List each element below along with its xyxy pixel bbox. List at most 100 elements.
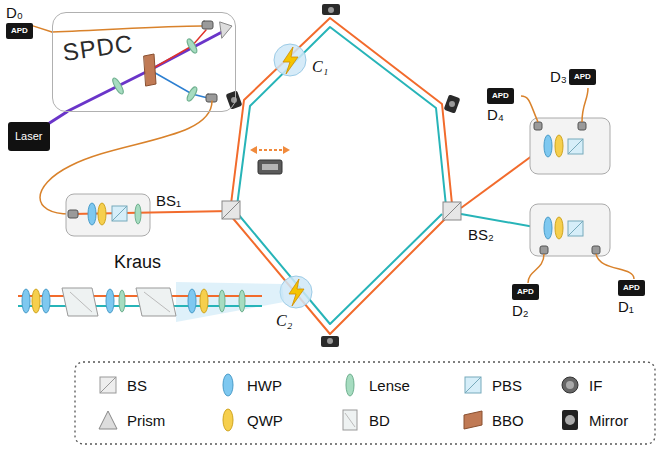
beam-path — [231, 18, 452, 204]
kraus-inset — [22, 289, 30, 313]
kraus-inset — [239, 290, 245, 312]
legend-symbol — [460, 407, 486, 433]
legend-entry: BD — [337, 407, 390, 433]
detector: D₃APD — [550, 68, 596, 85]
legend-symbol — [100, 377, 116, 393]
delay-stage — [250, 146, 290, 174]
input-module — [135, 204, 141, 224]
component-label: C₂ — [274, 312, 294, 330]
kraus-inset — [32, 289, 40, 313]
detector-tag: APD — [512, 284, 539, 300]
kraus-inset — [219, 290, 225, 312]
beam-splitter — [222, 201, 461, 220]
detector-tag: APD — [569, 69, 596, 85]
legend-symbol — [557, 407, 583, 433]
spdc-optics — [111, 77, 125, 96]
component-label: BS₂ — [466, 226, 496, 243]
fiber — [528, 254, 544, 283]
spdc-optics — [40, 21, 232, 214]
legend-label: BS — [127, 377, 147, 394]
input-module — [112, 206, 127, 221]
analysis-module — [530, 118, 610, 256]
analysis-module — [568, 221, 583, 236]
analysis-module — [568, 139, 583, 154]
analysis-module — [592, 246, 600, 254]
mirror-mount — [322, 4, 340, 15]
legend-symbol — [562, 410, 578, 430]
analysis-module — [544, 135, 552, 157]
legend-entry: PBS — [460, 372, 522, 398]
analysis-module — [568, 221, 583, 236]
legend-symbol — [100, 377, 116, 393]
optical-fiber — [33, 26, 52, 32]
legend-symbol — [343, 410, 357, 430]
legend-symbol — [346, 374, 354, 396]
legend-symbol — [223, 374, 233, 396]
legend-symbol — [215, 407, 241, 433]
legend-symbol — [337, 372, 363, 398]
detector: D₀ APD — [6, 4, 33, 39]
kraus-inset — [18, 282, 284, 322]
legend-entry: Prism — [95, 407, 165, 433]
kraus-inset — [144, 292, 170, 312]
legend-entry: HWP — [215, 372, 282, 398]
kraus-inset — [62, 288, 98, 316]
mirror-mount — [226, 90, 243, 109]
detector-tag: APD — [487, 88, 514, 104]
mirror-mount — [231, 97, 237, 103]
legend-label: BD — [369, 412, 390, 429]
spdc-optics — [150, 70, 208, 98]
channel-glow — [289, 279, 304, 306]
channel-glow — [280, 276, 312, 308]
analysis-module — [544, 217, 552, 239]
legend-symbol — [460, 372, 486, 398]
kraus-inset — [188, 289, 196, 313]
input-module — [66, 194, 230, 236]
mirror-mount — [321, 336, 339, 347]
legend-frame — [75, 362, 655, 444]
component-label: BS₁ — [154, 192, 183, 209]
fiber — [596, 254, 634, 279]
legend-symbol — [566, 381, 574, 389]
delay-stage — [254, 149, 286, 151]
delay-stage — [258, 160, 282, 174]
fiber — [521, 88, 634, 283]
analysis-module — [555, 135, 563, 157]
legend-entry: BS — [95, 372, 147, 398]
legend-symbol — [223, 409, 233, 431]
legend-symbol — [337, 407, 363, 433]
channel-glow — [274, 44, 312, 308]
detector-label: D₃ — [550, 68, 567, 85]
legend-label: BBO — [492, 412, 524, 429]
mirror-mount — [328, 7, 334, 13]
spdc-region: SPDC — [52, 12, 236, 112]
legend-entry: IF — [557, 372, 602, 398]
fiber — [521, 96, 538, 122]
kraus-inset — [176, 282, 284, 322]
detector-label: D₁ — [618, 298, 634, 315]
legend-symbol — [95, 407, 121, 433]
pump-beam — [50, 112, 67, 123]
legend-label: IF — [589, 377, 602, 394]
spdc-optics — [185, 86, 198, 103]
legend-entry: Lense — [337, 372, 410, 398]
detector: D₁APD — [618, 280, 645, 315]
beam-splitter — [222, 201, 240, 219]
analysis-module — [568, 139, 583, 154]
delay-stage — [250, 146, 257, 154]
delay-stage — [262, 164, 278, 170]
legend-symbol — [465, 377, 481, 393]
input-module — [66, 194, 150, 236]
detector-label: D₄ — [487, 106, 504, 123]
legend-symbol — [345, 413, 355, 427]
analysis-module — [534, 122, 542, 130]
beam-path — [461, 150, 540, 208]
legend-label: QWP — [247, 412, 283, 429]
analysis-module — [530, 118, 610, 174]
detector-label: D₀ — [6, 4, 23, 21]
detector-tag: APD — [6, 23, 33, 39]
input-module — [68, 210, 78, 218]
analysis-module — [530, 204, 610, 256]
detector: D₂APD — [512, 284, 539, 319]
